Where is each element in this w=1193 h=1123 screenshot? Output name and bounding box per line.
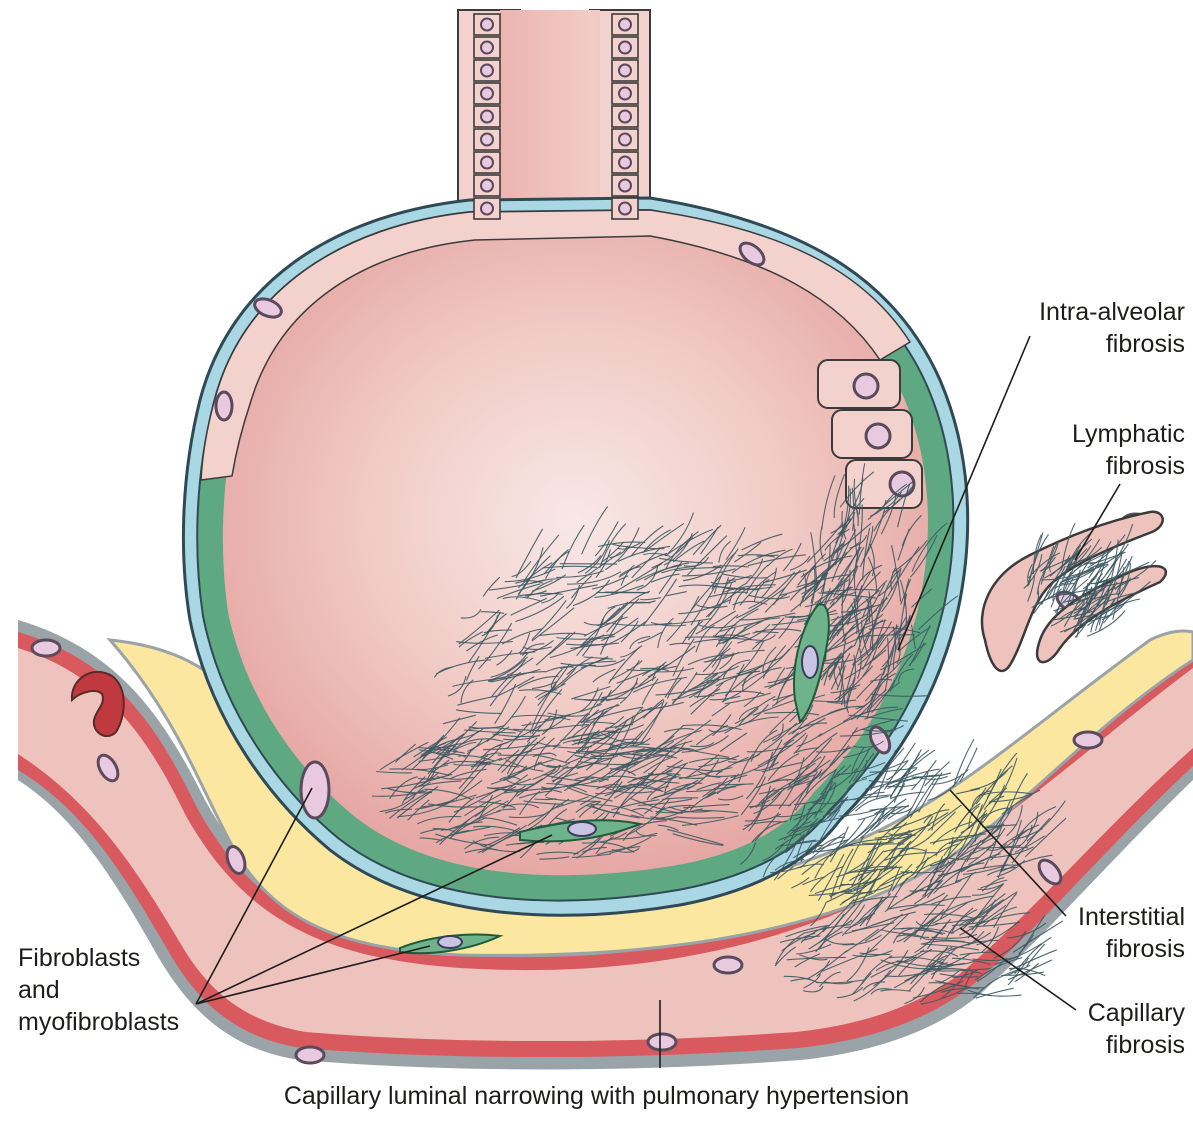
duct-cell-nucleus	[619, 19, 631, 31]
label-line: Lymphatic	[1072, 418, 1185, 450]
wall-nucleus	[1074, 732, 1102, 748]
wall-nucleus	[32, 640, 60, 656]
collagen-fibre	[886, 785, 917, 787]
duct-cell-nucleus	[481, 180, 493, 192]
label-interstitial-fibrosis: Interstitial fibrosis	[1078, 901, 1185, 965]
label-lymphatic-fibrosis: Lymphatic fibrosis	[1072, 418, 1185, 482]
label-line: myofibroblasts	[18, 1006, 179, 1038]
duct-cell-nucleus	[481, 19, 493, 31]
label-line: Interstitial	[1078, 901, 1185, 933]
duct-cell-nucleus	[481, 157, 493, 169]
duct-cell-nucleus	[481, 203, 493, 215]
label-line: fibrosis	[1072, 450, 1185, 482]
duct-cell-nucleus	[619, 180, 631, 192]
label-line: fibrosis	[1039, 328, 1185, 360]
label-line: Capillary	[1088, 997, 1185, 1029]
duct-cell-nucleus	[619, 42, 631, 54]
label-fibroblasts-myofibroblasts: Fibroblasts and myofibroblasts	[18, 942, 179, 1038]
duct-cell-nucleus	[481, 111, 493, 123]
label-line: fibrosis	[1088, 1029, 1185, 1061]
label-line: fibrosis	[1078, 933, 1185, 965]
duct-cell-nucleus	[619, 88, 631, 100]
label-capillary-luminal-narrowing: Capillary luminal narrowing with pulmona…	[0, 1080, 1193, 1112]
duct-cell-nucleus	[481, 65, 493, 77]
fibroblast-cell	[301, 762, 329, 818]
duct-cell-nucleus	[481, 42, 493, 54]
label-intra-alveolar-fibrosis: Intra-alveolar fibrosis	[1039, 296, 1185, 360]
wall-nucleus	[648, 1034, 676, 1050]
duct-cell-nucleus	[481, 134, 493, 146]
collagen-fibre	[605, 592, 646, 593]
wall-nucleus	[714, 957, 742, 973]
duct-cell-nucleus	[619, 134, 631, 146]
duct-cell-nucleus	[619, 157, 631, 169]
label-line: Intra-alveolar	[1039, 296, 1185, 328]
wall-nucleus	[216, 392, 232, 420]
label-line: Fibroblasts	[18, 942, 179, 974]
label-line: and	[18, 974, 179, 1006]
duct-cell-nucleus	[481, 88, 493, 100]
wall-nucleus	[296, 1047, 324, 1063]
duct-cell-nucleus	[619, 203, 631, 215]
duct-cell-nucleus	[619, 111, 631, 123]
collagen-fibre	[912, 773, 951, 777]
label-capillary-fibrosis: Capillary fibrosis	[1088, 997, 1185, 1061]
duct-cell-nucleus	[619, 65, 631, 77]
